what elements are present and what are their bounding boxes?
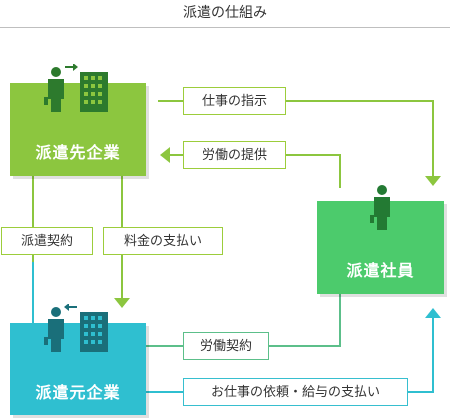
building-person-icon	[44, 304, 108, 352]
page-title: 派遣の仕組み	[183, 5, 267, 21]
building-person-icon	[44, 64, 108, 112]
dispatch-destination-node: 派遣先企業	[10, 64, 146, 176]
work-instruction-arrowhead	[425, 176, 441, 186]
job-request-tag: お仕事の依頼・給与の支払い	[183, 378, 408, 406]
fee-payment-arrowhead	[114, 298, 130, 308]
work-instruction-tag: 仕事の指示	[183, 87, 286, 115]
person-icon	[370, 185, 390, 230]
dispatch-source-node: 派遣元企業	[10, 304, 146, 415]
labor-provision-tag: 労働の提供	[183, 141, 286, 169]
worker-node: 派遣社員	[317, 185, 444, 294]
title-divider	[0, 27, 450, 28]
dispatch-source-label: 派遣元企業	[35, 383, 121, 402]
worker-label: 派遣社員	[346, 261, 415, 280]
job-request-arrowhead	[425, 308, 441, 318]
labor-contract-tag: 労働契約	[183, 332, 269, 360]
fee-payment-tag: 料金の支払い	[103, 227, 223, 255]
labor-provision-arrowhead	[160, 147, 170, 163]
dispatch-destination-label: 派遣先企業	[35, 143, 121, 162]
dispatch-contract-tag: 派遣契約	[1, 227, 93, 255]
